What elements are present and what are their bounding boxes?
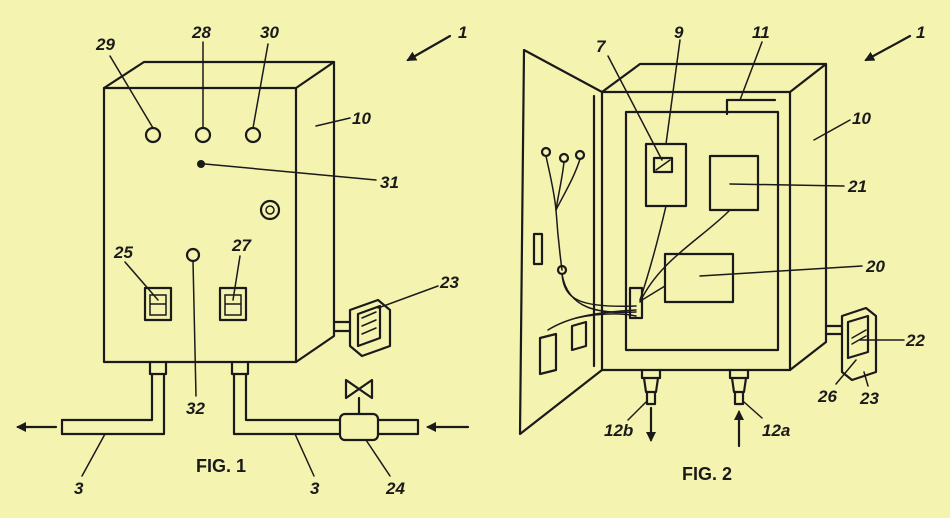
lock-knob [259, 199, 281, 221]
cabinet-side [294, 60, 336, 364]
terminal-block [628, 286, 644, 320]
label-26: 26 [817, 387, 837, 406]
leader-24 [365, 439, 391, 477]
leader-11 [739, 41, 763, 101]
leader-9 [665, 39, 681, 145]
open-door [518, 48, 604, 436]
label-21: 21 [847, 177, 867, 196]
leader-3-left [81, 433, 106, 477]
arrow-1-fig2 [864, 34, 912, 62]
sensor-7 [652, 156, 674, 174]
outlet-fitting-12b [640, 368, 662, 442]
leader-29 [109, 55, 154, 129]
inlet-fitting-12a [728, 368, 750, 448]
switch-25 [143, 286, 173, 322]
mounting-plate [624, 110, 780, 352]
label-29: 29 [95, 35, 115, 54]
unit-20 [663, 252, 735, 304]
wire-to-unit-21 [639, 209, 731, 303]
door-pocket-right [570, 320, 588, 352]
door-pocket-left [538, 332, 558, 376]
label-10: 10 [352, 109, 371, 128]
arrow-1 [406, 34, 452, 62]
connector-23 [332, 298, 392, 358]
leader-32 [192, 260, 197, 397]
label-12b: 12b [604, 421, 633, 440]
cabinet-top [102, 60, 336, 90]
leader-23 [377, 285, 439, 309]
label-23-fig2: 23 [859, 389, 879, 408]
label-9: 9 [674, 23, 684, 42]
leader-27 [232, 255, 241, 301]
wire-to-unit-20 [641, 285, 666, 301]
label-24: 24 [385, 479, 405, 498]
inlet-pipe [230, 360, 470, 436]
cabinet-front-frame [600, 90, 792, 372]
leader-10 [813, 119, 851, 141]
label-10-fig2: 10 [852, 109, 871, 128]
leader-3-right [294, 433, 315, 477]
cabinet-open [600, 62, 828, 372]
label-1: 1 [458, 23, 467, 42]
label-12a: 12a [762, 421, 790, 440]
label-22: 22 [905, 331, 925, 350]
figure-2: 1 7 9 11 10 21 20 22 26 23 12b 12a FIG. … [518, 23, 925, 484]
cabinet-closed [102, 60, 336, 364]
label-23: 23 [439, 273, 459, 292]
unit-21 [708, 154, 760, 212]
indicator-lamp-28 [194, 126, 212, 144]
leader-12a [743, 401, 763, 419]
wiring-harness [540, 146, 637, 331]
cabinet-side [788, 62, 828, 372]
label-11: 11 [752, 23, 770, 42]
door-outline [518, 48, 604, 436]
label-31: 31 [380, 173, 399, 192]
leader-12b [627, 401, 647, 421]
label-30: 30 [260, 23, 279, 42]
indicator-lamp-32 [185, 247, 201, 263]
leader-30 [252, 43, 269, 129]
switch-27 [218, 286, 248, 322]
outlet-pipe [16, 360, 168, 436]
figure-2-caption: FIG. 2 [682, 464, 732, 484]
module-9 [644, 142, 688, 208]
leader-7 [607, 55, 663, 161]
leader-25 [124, 261, 159, 301]
label-7: 7 [596, 37, 607, 56]
figure-1-caption: FIG. 1 [196, 456, 246, 476]
label-20: 20 [865, 257, 885, 276]
label-27: 27 [231, 236, 252, 255]
wire-to-module [639, 205, 667, 301]
indicator-lamp-29 [144, 126, 162, 144]
label-3-left: 3 [74, 479, 84, 498]
leader-20 [699, 265, 863, 277]
leader-10 [315, 117, 351, 127]
label-28: 28 [191, 23, 211, 42]
cabinet-top [600, 62, 828, 94]
label-32: 32 [186, 399, 205, 418]
indicator-dot-31 [197, 160, 205, 168]
label-3-right: 3 [310, 479, 320, 498]
label-1-fig2: 1 [916, 23, 925, 42]
leader-21 [729, 183, 845, 187]
indicator-lamp-30 [244, 126, 262, 144]
leader-31 [204, 163, 377, 181]
leader-23 [863, 371, 869, 387]
figure-1: 1 29 28 30 10 31 25 27 23 32 3 3 24 FIG.… [16, 23, 470, 498]
leader-26 [835, 359, 857, 385]
door-handle [532, 232, 544, 266]
label-25: 25 [113, 243, 133, 262]
valve-24 [338, 378, 380, 442]
switch-22 [824, 306, 878, 382]
panel-11 [725, 98, 777, 116]
